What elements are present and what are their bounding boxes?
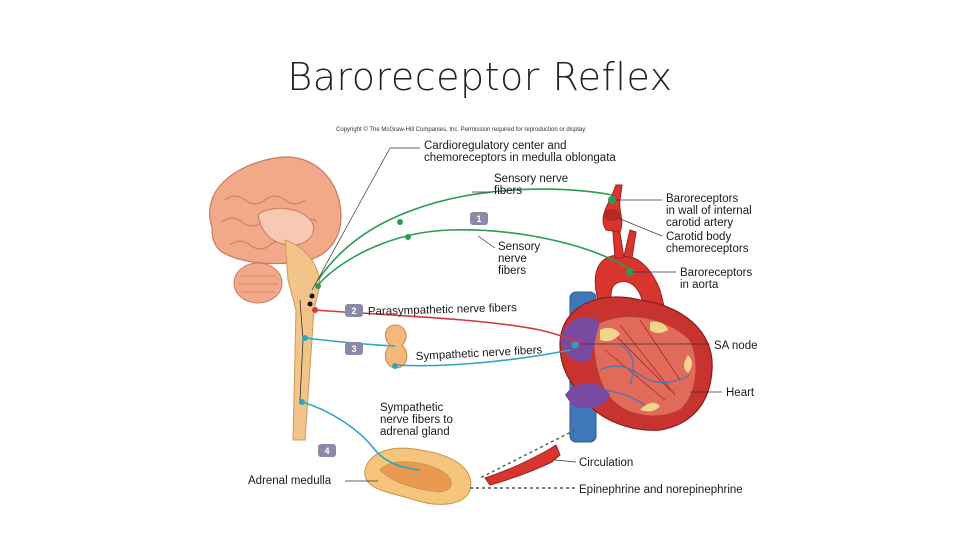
sympathetic-nerve-adrenal (301, 401, 421, 471)
parasympathetic-node (312, 307, 318, 313)
label-sympathetic-nerve-fibers: Sympathetic nerve fibers (416, 344, 543, 363)
svg-text:3: 3 (351, 344, 356, 354)
label-adrenal-medulla: Adrenal medulla (248, 475, 332, 487)
carotid-baroreceptor-marker (608, 196, 616, 204)
label-sensory-nerve-fibers-middle: Sensory nerve fibers (498, 241, 543, 277)
label-cardioregulatory-center: Cardioregulatory center and chemorecepto… (424, 140, 616, 164)
label-heart: Heart (726, 387, 755, 399)
label-sensory-nerve-fibers-top: Sensory nerve fibers (494, 173, 571, 197)
sensory-nerve-aorta (317, 229, 629, 286)
slide-title: Baroreceptor Reflex (287, 55, 673, 99)
svg-text:1: 1 (476, 214, 481, 224)
label-circulation: Circulation (579, 457, 633, 469)
sensory-nerve-carotid (317, 188, 613, 281)
sympathetic-node (302, 335, 308, 341)
medulla-marker (309, 293, 315, 299)
label-baroreceptors-carotid: Baroreceptors in wall of internal caroti… (666, 193, 755, 229)
svg-text:2: 2 (351, 306, 356, 316)
sympathetic-node (299, 399, 305, 405)
label-epinephrine-norepinephrine: Epinephrine and norepinephrine (579, 484, 743, 496)
step-badge-1: 1 (470, 212, 488, 225)
medulla-marker (307, 301, 313, 307)
cerebellum (233, 262, 283, 304)
label-sa-node: SA node (714, 340, 757, 352)
brain (209, 156, 342, 265)
step-badge-4: 4 (318, 444, 336, 457)
svg-text:4: 4 (324, 446, 329, 456)
parasympathetic-nerve (314, 309, 586, 346)
label-baroreceptors-aorta: Baroreceptors in aorta (680, 267, 755, 291)
sensory-node (315, 283, 321, 289)
sympathetic-node (392, 363, 398, 369)
sa-node-marker (571, 341, 579, 349)
spinal-cord (284, 239, 321, 441)
sensory-node (405, 234, 411, 240)
label-parasympathetic-nerve-fibers: Parasympathetic nerve fibers (368, 302, 517, 318)
circulation-vessel (484, 444, 561, 486)
copyright-text: Copyright © The McGraw-Hill Companies, I… (336, 126, 587, 133)
label-sympathetic-to-adrenal: Sympathetic nerve fibers to adrenal glan… (380, 402, 456, 438)
sensory-node (397, 219, 403, 225)
label-carotid-body-chemoreceptors: Carotid body chemoreceptors (666, 231, 749, 255)
leader-lines (311, 147, 722, 482)
aortic-baroreceptor-marker (626, 268, 634, 276)
step-badge-3: 3 (345, 342, 363, 355)
step-badge-2: 2 (345, 304, 363, 317)
